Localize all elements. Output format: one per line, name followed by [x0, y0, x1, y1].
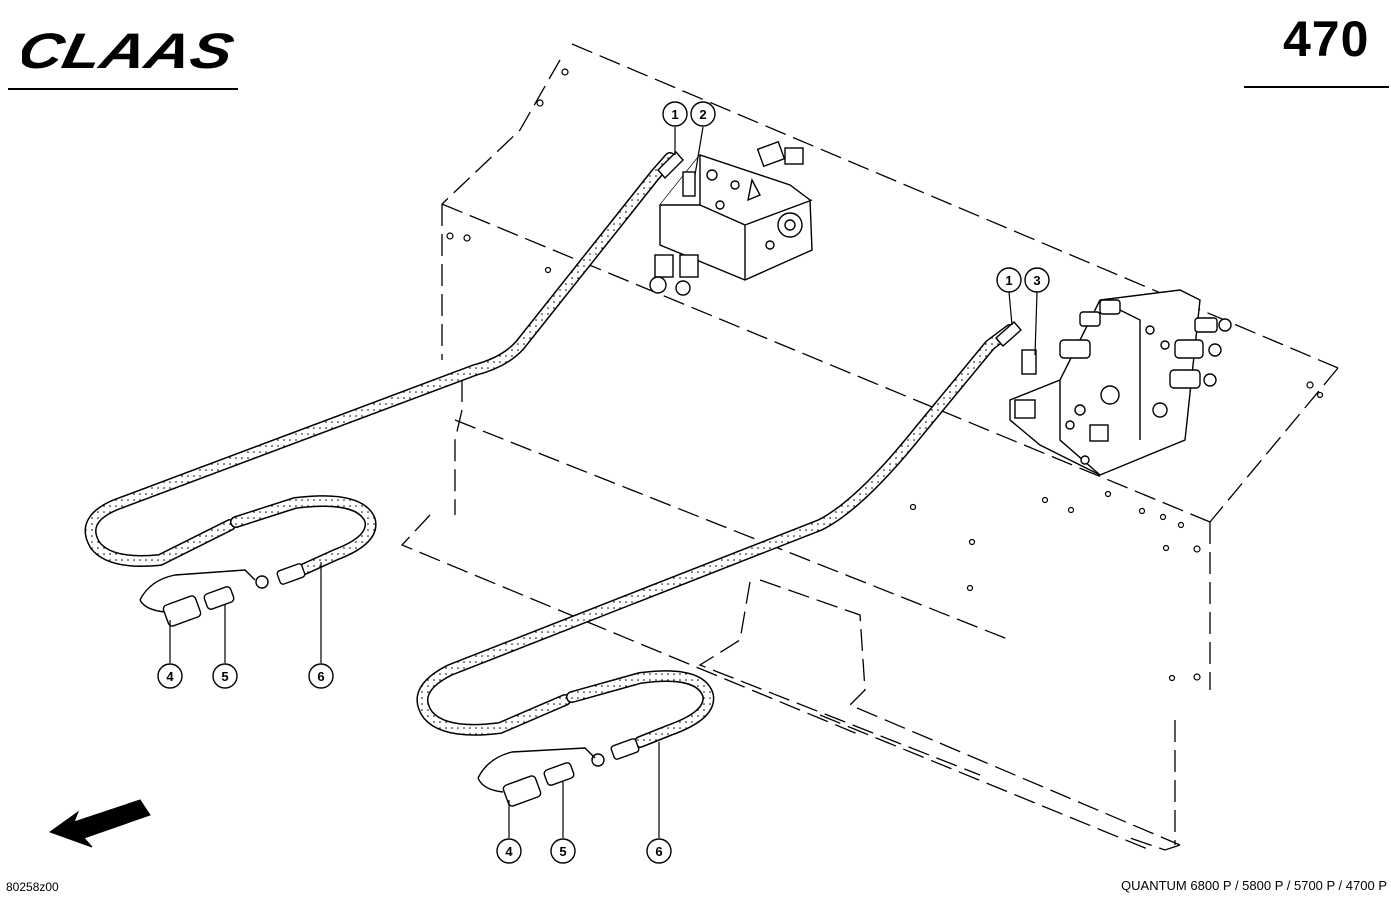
hose-assembly-1 [84, 150, 684, 627]
hose-assembly-2 [416, 321, 1037, 807]
model-line: QUANTUM 6800 P / 5800 P / 5700 P / 4700 … [1121, 878, 1387, 893]
frame-holes [446, 68, 1324, 682]
svg-text:5: 5 [559, 844, 566, 859]
leader-lines [169, 126, 1038, 838]
callout-4-lower: 4 [496, 838, 522, 864]
svg-text:4: 4 [166, 669, 174, 684]
header-rule-left [8, 88, 238, 90]
drawing-id: 80258z00 [6, 880, 59, 894]
callout-6-lower: 6 [646, 838, 672, 864]
arrow-down-left-icon [48, 799, 151, 848]
svg-text:1: 1 [671, 107, 678, 122]
svg-text:6: 6 [317, 669, 324, 684]
svg-text:3: 3 [1033, 273, 1040, 288]
header-rule-right [1244, 86, 1389, 88]
page-number: 470 [1283, 11, 1370, 67]
chassis-frame [400, 43, 1339, 851]
callout-1-right-block: 1 [996, 267, 1022, 293]
svg-text:5: 5 [221, 669, 228, 684]
callout-5-lower: 5 [550, 838, 576, 864]
svg-text:1: 1 [1005, 273, 1012, 288]
callout-6-upper: 6 [308, 663, 334, 689]
valve-block-left [649, 140, 813, 296]
svg-text:6: 6 [655, 844, 662, 859]
svg-text:4: 4 [505, 844, 513, 859]
callout-2: 2 [690, 101, 716, 127]
callout-4-upper: 4 [157, 663, 183, 689]
callout-5-upper: 5 [212, 663, 238, 689]
svg-text:CLAAS: CLAAS [22, 26, 239, 74]
callout-3: 3 [1024, 267, 1050, 293]
valve-block-right [1009, 289, 1232, 476]
claas-logo: CLAAS [22, 26, 239, 74]
svg-text:2: 2 [699, 107, 706, 122]
callout-1-left-block: 1 [662, 101, 688, 127]
